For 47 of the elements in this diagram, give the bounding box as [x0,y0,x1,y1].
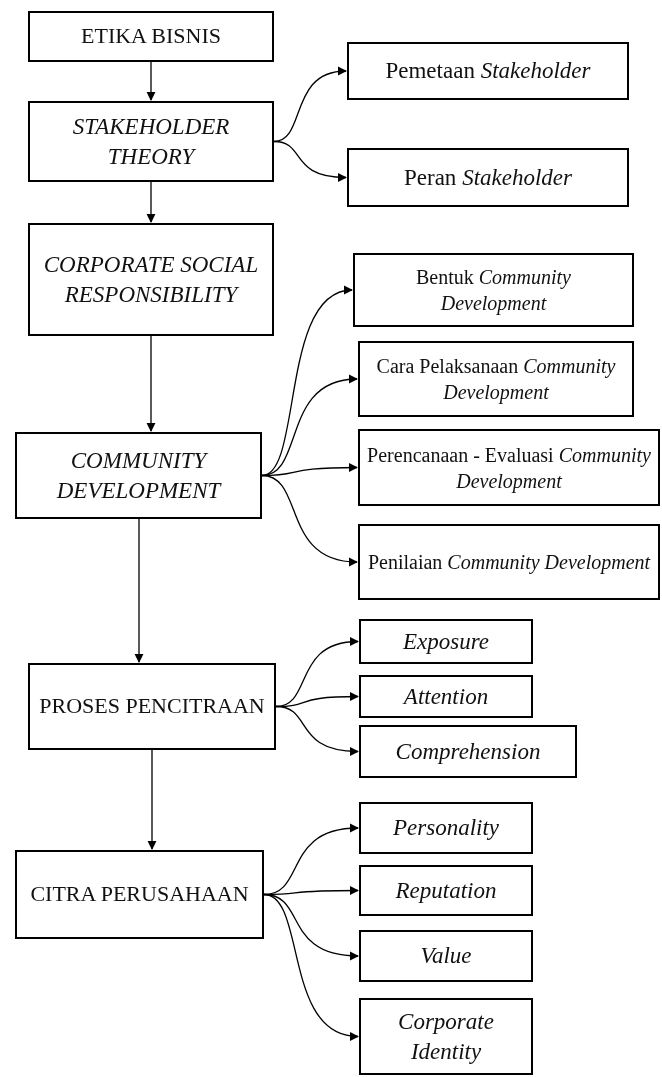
arrow [146,335,156,432]
process-box [359,725,577,778]
box-label: Attention [403,682,489,711]
box-label: STAKEHOLDER THEORY [71,112,231,171]
process-box [15,850,264,939]
process-box [358,341,634,417]
process-box [347,148,629,207]
box-label: Cara Pelaksanaan Community Development [375,354,617,405]
box-label: Value [420,942,472,971]
process-box [15,432,262,519]
process-box [359,802,533,854]
process-box [359,619,533,664]
arrow [261,474,358,566]
arrow [275,705,359,756]
process-box [28,101,274,182]
box-label: Corporate Identity [397,1007,495,1066]
process-box [359,675,533,718]
process-box [347,42,629,100]
process-box [353,253,634,327]
box-label: COMMUNITY DEVELOPMENT [55,446,223,505]
arrow [134,518,144,663]
process-box [359,998,533,1075]
box-label: ETIKA BISNIS [81,22,221,51]
process-box [28,223,274,336]
arrow [146,61,156,101]
box-label: Comprehension [395,737,541,766]
box-label: Reputation [395,876,497,905]
process-box [28,663,276,750]
box-label: Perencanaan - Evaluasi Community Development [366,442,652,494]
box-label: Peran Stakeholder [404,163,572,192]
box-label: CITRA PERUSAHAAN [30,880,249,909]
arrow [263,893,359,1040]
arrow [147,749,157,850]
arrow [273,140,347,182]
box-label: CORPORATE SOCIAL RESPONSIBILITY [42,250,260,309]
box-label: Exposure [403,627,489,656]
process-box [359,865,533,916]
box-label: Pemetaan Stakeholder [385,57,591,86]
process-box [358,429,660,506]
box-label: Personality [392,814,499,843]
box-label: PROSES PENCITRAAN [39,692,265,721]
box-label: Bentuk Community Development [415,265,572,316]
process-box [358,524,660,600]
arrow [146,181,156,223]
process-box [359,930,533,982]
process-box [28,11,274,62]
box-label: Penilaian Community Development [367,550,651,575]
